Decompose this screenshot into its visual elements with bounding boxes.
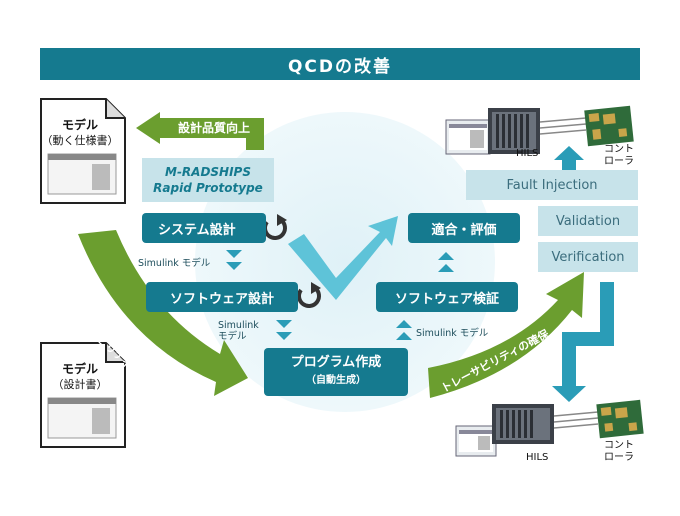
- hils-equipment-icon: [445, 105, 634, 155]
- transition-label-2: Simulink モデル: [218, 320, 274, 342]
- verification-box: Verification: [538, 242, 638, 272]
- validation-box: Validation: [538, 206, 638, 236]
- verification-flow-arrow: [552, 282, 614, 402]
- hardware-group-top: HILS コント ローラ: [440, 100, 640, 170]
- hils-label: HILS: [526, 452, 549, 463]
- prototype-line2: Rapid Prototype: [153, 181, 263, 195]
- prototype-label: M-RADSHIPS Rapid Prototype: [142, 158, 274, 202]
- hardware-group-bottom: HILS コント ローラ: [452, 396, 652, 466]
- document-model-design: モデル （設計書）: [40, 342, 126, 448]
- up-to-hils-arrow: [554, 146, 584, 172]
- controller-label: コント ローラ: [604, 440, 634, 464]
- hils-label: HILS: [516, 148, 539, 159]
- down-chevrons-1: [226, 250, 242, 270]
- controller-label-line2: ローラ: [604, 156, 634, 167]
- controller-label-line1: コント: [604, 144, 634, 155]
- program-label: プログラム作成: [290, 355, 382, 370]
- document-icon: [40, 98, 126, 204]
- up-chevrons-1: [396, 320, 412, 340]
- document-model-spec: モデル （動く仕様書）: [40, 98, 126, 204]
- step-system-design: システム設計: [142, 213, 266, 243]
- hils-equipment-icon: [455, 399, 644, 457]
- document-icon: [40, 342, 126, 448]
- right-trace-arrow: [428, 272, 584, 398]
- down-chevrons-2: [276, 320, 292, 340]
- step-software-design: ソフトウェア設計: [146, 282, 298, 312]
- document-subtitle: （動く仕様書）: [41, 134, 119, 147]
- left-trace-arrow: [78, 230, 248, 396]
- up-chevrons-2: [438, 252, 454, 272]
- step-conformity-evaluation: 適合・評価: [408, 213, 520, 243]
- prototype-line1: M-RADSHIPS: [165, 165, 251, 179]
- controller-label-line2: ローラ: [604, 452, 634, 463]
- transition-label-3: Simulink モデル: [416, 328, 489, 339]
- fault-injection-box: Fault Injection: [466, 170, 638, 200]
- step-program-generation: プログラム作成 （自動生成）: [264, 348, 408, 396]
- v-shape: [288, 216, 398, 300]
- controller-label-line1: コント: [604, 440, 634, 451]
- step-software-verification: ソフトウェア検証: [376, 282, 518, 312]
- controller-label: コント ローラ: [604, 144, 634, 168]
- page-title: QCDの改善: [40, 48, 640, 80]
- program-sublabel: （自動生成）: [306, 375, 366, 386]
- transition-label-2-line2: モデル: [218, 331, 247, 342]
- transition-label-2-line1: Simulink: [218, 320, 259, 331]
- document-subtitle: （設計書）: [52, 378, 108, 391]
- document-title: モデル: [61, 362, 98, 376]
- quality-label: 設計品質向上: [177, 121, 250, 135]
- document-title: モデル: [61, 118, 98, 132]
- iteration-icon-software: [297, 282, 321, 308]
- quality-arrow: [136, 112, 264, 150]
- transition-label-1: Simulink モデル: [138, 258, 211, 269]
